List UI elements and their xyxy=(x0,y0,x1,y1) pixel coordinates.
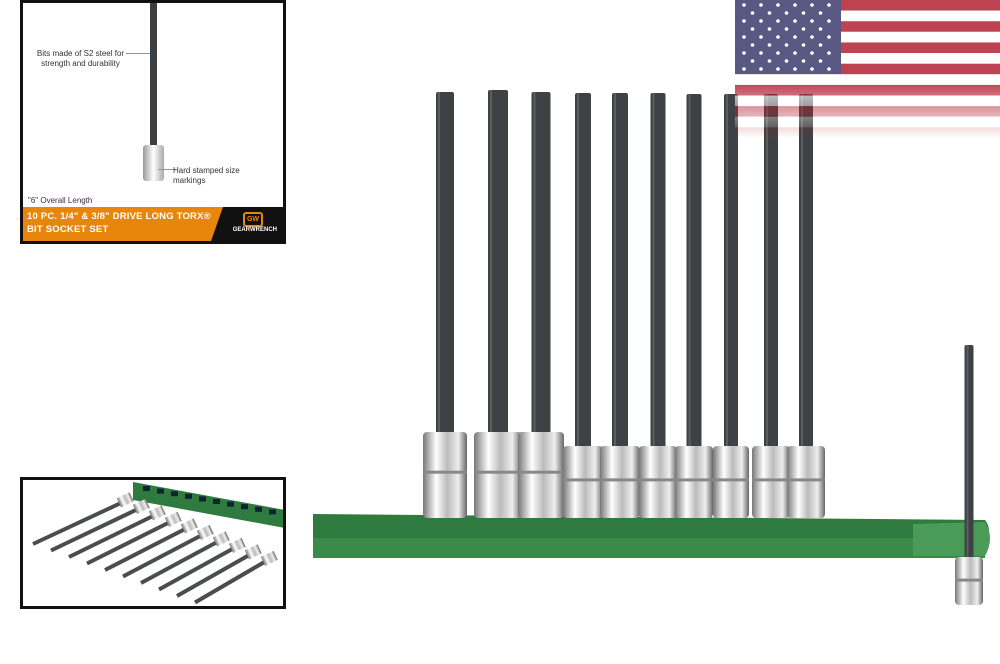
green-storage-rail xyxy=(313,514,990,558)
callout-length: "6" Overall Length xyxy=(28,196,93,205)
banner-accent: 10 PC. 1/4" & 3/8" DRIVE LONG TORX® BIT … xyxy=(23,207,223,241)
bit-socket xyxy=(518,92,564,518)
banner-line1: 10 PC. 1/4" & 3/8" DRIVE LONG TORX® xyxy=(27,211,211,222)
banner-title: 10 PC. 1/4" & 3/8" DRIVE LONG TORX® BIT … xyxy=(27,210,211,236)
bit-socket xyxy=(639,93,677,518)
bit-socket xyxy=(122,524,214,579)
callout-steel: Bits made of S2 steel for strength and d… xyxy=(36,49,125,68)
bit-socket xyxy=(423,92,467,518)
flag-canton xyxy=(735,0,841,74)
bit-socket xyxy=(86,511,182,566)
brand-logo: GW xyxy=(243,212,263,227)
us-flag-image xyxy=(735,0,1000,138)
banner-line2: BIT SOCKET SET xyxy=(27,224,109,235)
bit-socket xyxy=(193,550,278,605)
bit-socket xyxy=(713,94,749,518)
bit-socket xyxy=(955,345,983,605)
feature-inset: Bits made of S2 steel for strength and d… xyxy=(20,0,286,244)
bit-shaft xyxy=(150,3,157,148)
bit-socket xyxy=(474,90,522,518)
callout-markings: Hard stamped size markings xyxy=(173,166,240,185)
bit-socket xyxy=(787,94,825,518)
bit-socket xyxy=(158,537,246,592)
callout-line xyxy=(158,169,176,170)
bit-socket xyxy=(140,531,230,585)
callout-line xyxy=(126,53,150,54)
bit-socket xyxy=(104,518,198,572)
bit-socket xyxy=(675,94,713,518)
rail xyxy=(133,482,283,528)
rail-set-inset xyxy=(20,477,286,609)
bit-socket xyxy=(32,492,134,546)
title-banner: 10 PC. 1/4" & 3/8" DRIVE LONG TORX® BIT … xyxy=(23,207,283,241)
bit-socket xyxy=(68,505,166,559)
brand-name: GEARWRENCH xyxy=(232,227,277,233)
single-bit-socket xyxy=(955,345,983,605)
socket xyxy=(143,145,164,181)
bit-socket xyxy=(752,94,790,518)
bit-socket xyxy=(563,93,603,518)
torx-bit-sockets xyxy=(423,90,825,518)
bit-socket xyxy=(600,93,640,518)
bit-socket xyxy=(50,498,150,553)
bit-socket xyxy=(176,544,262,598)
